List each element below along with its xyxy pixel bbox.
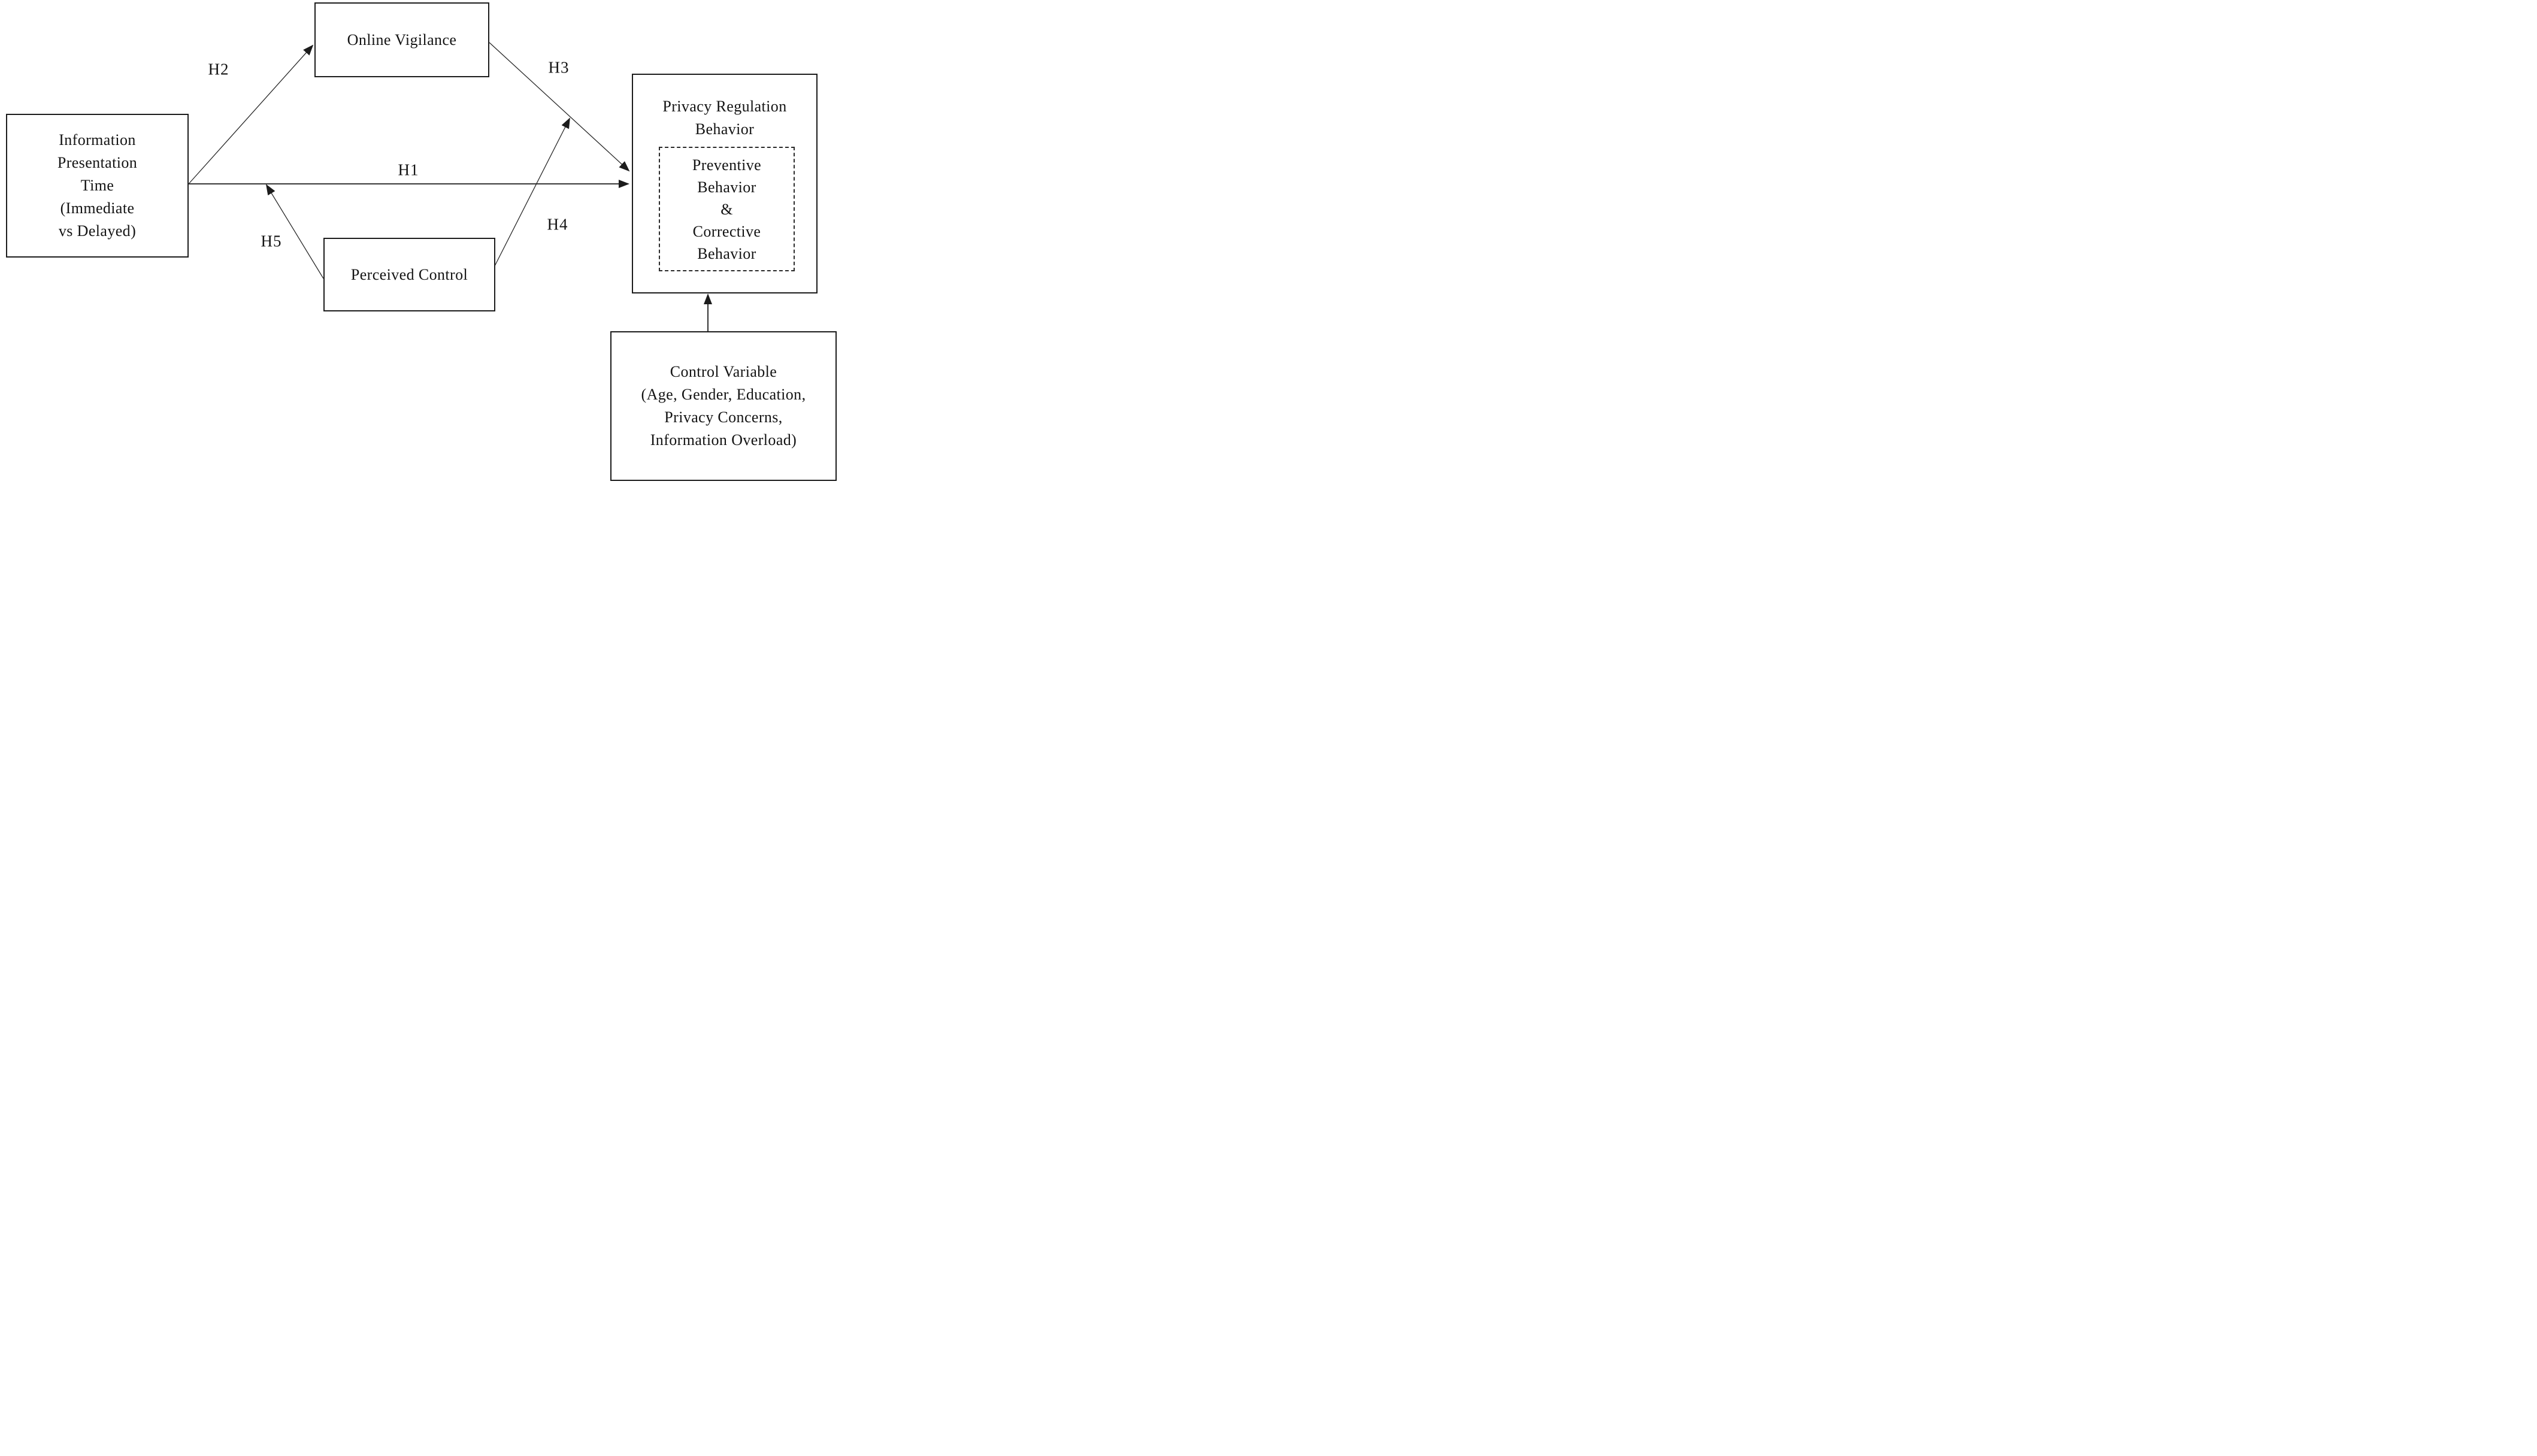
subnode-label-line: Behavior [697, 178, 756, 196]
node-label-line: (Immediate [60, 199, 135, 217]
node-label: Perceived Control [350, 265, 468, 283]
node-label: Online Vigilance [347, 31, 457, 49]
node-label-line: Control Variable [670, 363, 777, 380]
node-label-line: Time [80, 177, 114, 194]
subnode-label-line: Corrective [692, 222, 761, 240]
arrow-layer [188, 42, 712, 331]
label-h1: H1 [398, 161, 419, 179]
node-label-line: Presentation [57, 154, 138, 171]
node-label-line: Information [59, 131, 136, 149]
node-online-vigilance: Online Vigilance [314, 2, 489, 77]
node-label-line: Information Overload) [650, 431, 797, 449]
node-label-line: Privacy Concerns, [664, 408, 783, 426]
h5-arrow [265, 184, 324, 279]
node-control-variable: Control Variable (Age, Gender, Education… [610, 331, 837, 481]
label-h3: H3 [548, 58, 570, 77]
node-title-line: Privacy Regulation [662, 98, 787, 115]
subnode-label-line: Preventive [692, 156, 762, 174]
node-perceived-control: Perceived Control [323, 238, 495, 311]
node-label-line: vs Delayed) [58, 222, 137, 240]
label-h4: H4 [547, 215, 568, 234]
h4-arrow [492, 117, 570, 271]
h3-arrow [489, 42, 630, 172]
h2-arrow [188, 44, 314, 184]
subnode-label-line: Behavior [697, 244, 756, 262]
label-h2: H2 [208, 60, 229, 78]
label-h5: H5 [261, 232, 282, 250]
dashed-subnode-preventive-corrective-behavior: Preventive Behavior & Corrective Behavio… [659, 147, 795, 271]
hypothesis-model-diagram: Information Presentation Time (Immediate… [0, 0, 846, 485]
subnode-label-line: & [720, 200, 733, 218]
node-information-presentation-time: Information Presentation Time (Immediate… [6, 114, 189, 258]
node-label-line: (Age, Gender, Education, [641, 386, 806, 403]
node-privacy-regulation-behavior: Privacy Regulation Behavior Preventive B… [632, 74, 818, 293]
node-title-line: Behavior [695, 120, 755, 138]
